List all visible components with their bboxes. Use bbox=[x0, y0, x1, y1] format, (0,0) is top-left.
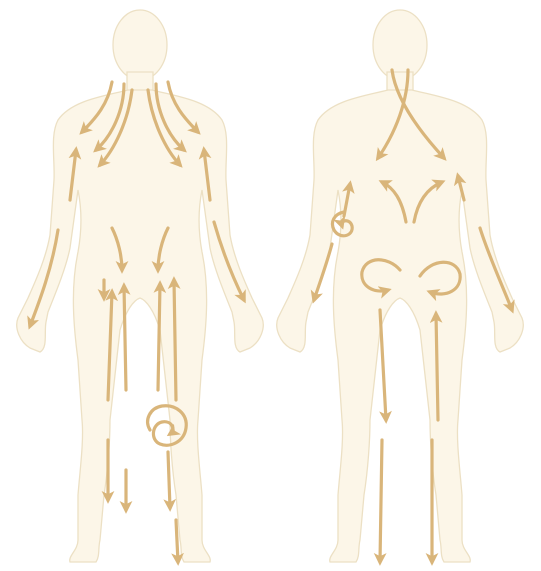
back-body-figure bbox=[277, 10, 524, 562]
arrow-icon bbox=[124, 286, 126, 390]
arrow-icon bbox=[380, 440, 382, 562]
arrow-icon bbox=[168, 452, 170, 508]
arrow-icon bbox=[380, 310, 386, 420]
arrow-icon bbox=[176, 520, 178, 562]
front-body-outline bbox=[17, 10, 264, 562]
arrow-icon bbox=[174, 280, 176, 400]
front-body-figure bbox=[17, 10, 264, 562]
arrow-icon bbox=[158, 284, 160, 390]
arrow-icon bbox=[436, 314, 438, 420]
